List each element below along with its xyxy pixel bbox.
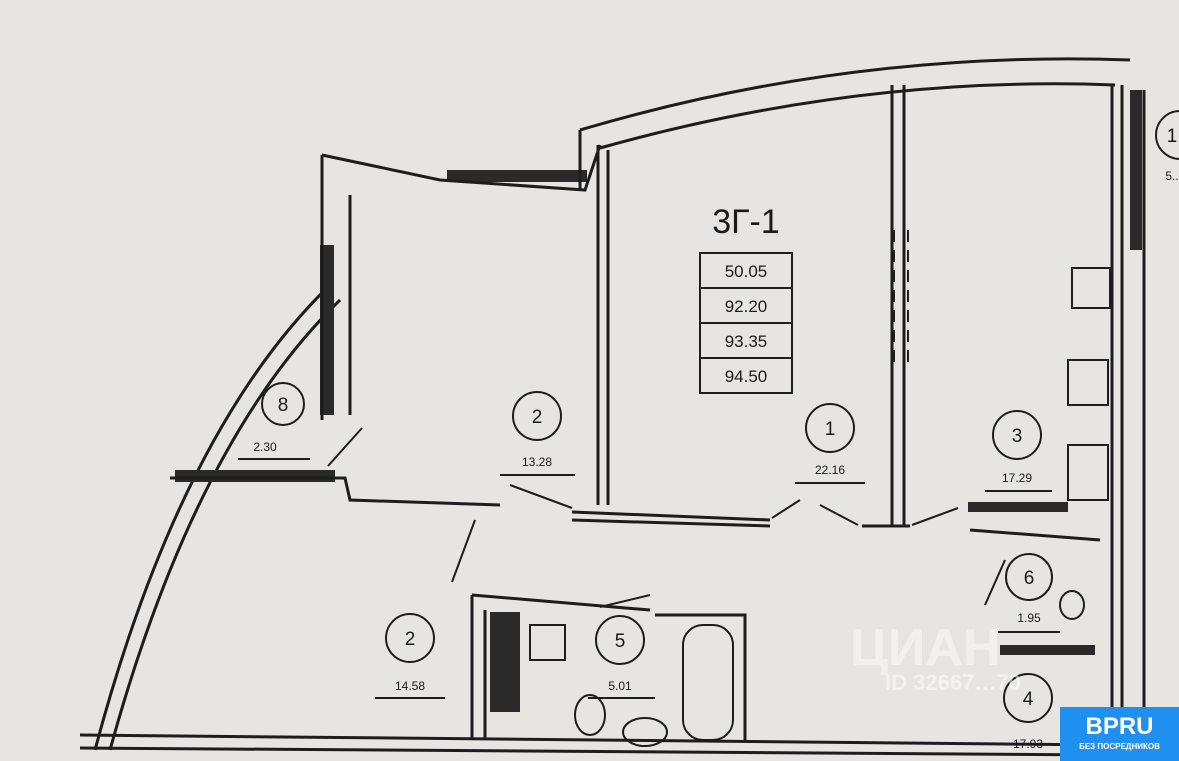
svg-text:17.29: 17.29 bbox=[1002, 471, 1032, 485]
svg-text:14.58: 14.58 bbox=[395, 679, 425, 693]
wall-hatch bbox=[447, 170, 587, 182]
svg-text:1.95: 1.95 bbox=[1017, 611, 1041, 625]
top-curved-wall bbox=[579, 57, 1131, 132]
svg-text:5: 5 bbox=[615, 631, 626, 652]
svg-text:5.01: 5.01 bbox=[608, 679, 632, 693]
area-value: 92.20 bbox=[725, 297, 768, 316]
svg-text:5..: 5.. bbox=[1165, 169, 1178, 183]
svg-text:22.16: 22.16 bbox=[815, 463, 845, 477]
svg-text:2: 2 bbox=[532, 407, 543, 428]
svg-text:13.28: 13.28 bbox=[522, 455, 552, 469]
badge-name: BPRU bbox=[1085, 713, 1154, 740]
wall-hatch bbox=[1000, 645, 1095, 655]
room-label: 3 17.29 bbox=[985, 410, 1052, 492]
watermark-id: ID 32667…70 bbox=[885, 670, 1021, 695]
svg-text:2: 2 bbox=[405, 629, 416, 650]
room-label: 5 5.01 bbox=[588, 615, 655, 699]
room-label: 2 13.28 bbox=[500, 391, 575, 476]
room-label: 4 17.93 bbox=[1003, 673, 1053, 751]
wall-hatch bbox=[490, 612, 520, 712]
wall-hatch bbox=[968, 502, 1068, 512]
room-label: 6 1.95 bbox=[998, 553, 1060, 633]
apartment-code: 3Г-1 bbox=[712, 203, 780, 241]
area-value: 50.05 bbox=[725, 262, 768, 281]
room-label: 1 22.16 bbox=[795, 403, 865, 484]
svg-text:1: 1 bbox=[825, 419, 836, 440]
svg-text:17.93: 17.93 bbox=[1013, 737, 1043, 751]
area-value: 93.35 bbox=[725, 332, 768, 351]
wall-hatch bbox=[175, 470, 335, 482]
svg-text:1: 1 bbox=[1167, 126, 1178, 147]
area-value: 94.50 bbox=[725, 367, 768, 386]
svg-text:6: 6 bbox=[1024, 568, 1035, 589]
svg-text:3: 3 bbox=[1012, 426, 1023, 447]
svg-text:2.30: 2.30 bbox=[253, 440, 277, 454]
watermark-brand: ЦИАН bbox=[850, 619, 1000, 677]
svg-text:4: 4 bbox=[1023, 689, 1034, 710]
bpru-badge[interactable]: BPRU БЕЗ ПОСРЕДНИКОВ bbox=[1060, 707, 1179, 761]
room-label: 1 5.. bbox=[1155, 110, 1179, 183]
room-label: 2 14.58 bbox=[375, 613, 445, 699]
room-label: 8 2.30 bbox=[238, 382, 310, 460]
svg-text:8: 8 bbox=[278, 395, 289, 416]
wall-hatch bbox=[1130, 90, 1142, 250]
badge-tagline: БЕЗ ПОСРЕДНИКОВ bbox=[1079, 742, 1160, 751]
